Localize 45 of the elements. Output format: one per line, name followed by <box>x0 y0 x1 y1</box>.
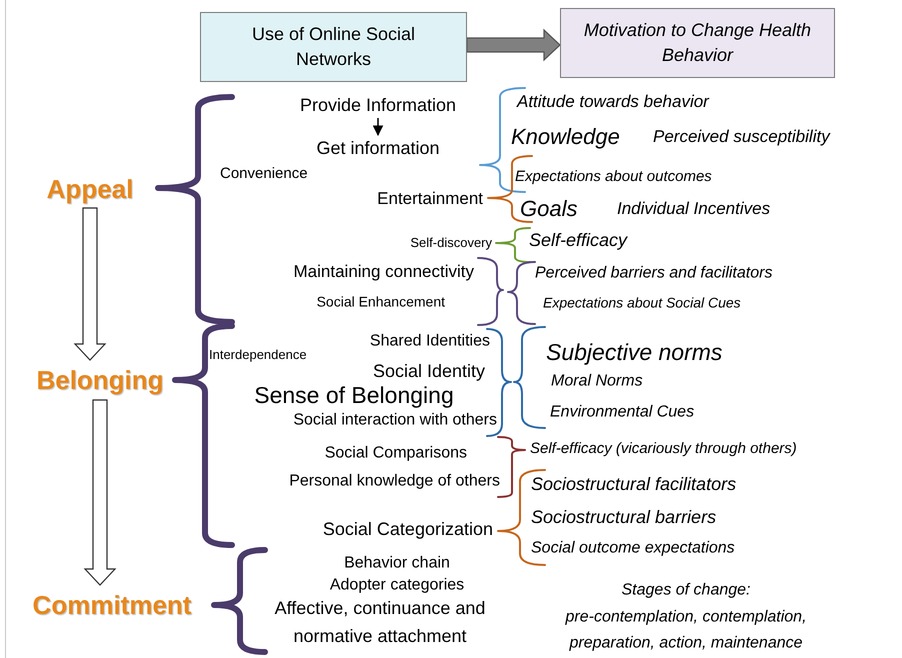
arrow <box>372 118 384 136</box>
block-arrow <box>466 28 561 62</box>
factor-text: Moral Norms <box>551 371 643 391</box>
factor-text: Goals <box>520 196 578 222</box>
factor-text: Shared Identities <box>370 331 490 351</box>
factor-text: Social outcome expectations <box>531 538 735 558</box>
factor-text: Subjective norms <box>546 339 722 367</box>
header-box: Use of Online Social Networks <box>200 12 467 82</box>
factor-text: Self-efficacy (vicariously through others) <box>530 440 797 458</box>
factor-text: Social interaction with others <box>293 410 497 430</box>
factor-text: Self-efficacy <box>529 230 628 252</box>
factor-text: Perceived barriers and facilitators <box>535 263 772 283</box>
factor-text: Self-discovery <box>410 235 492 251</box>
factor-text: Affective, continuance and normative attachment <box>274 597 486 648</box>
factor-text: Individual Incentives <box>617 198 770 220</box>
factor-text: Sociostructural barriers <box>531 507 716 529</box>
factor-text: Social Categorization <box>322 519 493 541</box>
factor-text: Personal knowledge of others <box>289 471 500 491</box>
factor-text: Knowledge <box>511 124 620 150</box>
factor-text: Environmental Cues <box>550 402 694 422</box>
factor-text: Sense of Belonging <box>254 382 454 410</box>
factor-text: Provide Information <box>283 92 473 118</box>
factor-text: Maintaining connectivity <box>294 262 474 282</box>
factor-text: Expectations about Social Cues <box>543 294 741 312</box>
block-arrow <box>74 207 106 361</box>
factor-text: Adopter categories <box>330 575 464 595</box>
factor-text: Get information <box>298 135 458 161</box>
header-box: Motivation to Change Health Behavior <box>560 8 835 78</box>
stage-heading: Commitment <box>12 585 212 625</box>
factor-text: Entertainment <box>377 188 483 210</box>
block-arrow <box>84 399 116 586</box>
factor-text: Sociostructural facilitators <box>531 474 736 496</box>
factor-text: Social Enhancement <box>316 294 445 310</box>
factor-text: Interdependence <box>209 347 307 363</box>
factor-text: Stages of change: <box>622 580 750 600</box>
stage-heading: Belonging <box>25 360 175 400</box>
factor-text: Convenience <box>220 165 308 183</box>
factor-text: Attitude towards behavior <box>517 92 709 112</box>
factor-text: Social Identity <box>372 361 485 383</box>
factor-text: Perceived susceptibility <box>653 126 830 148</box>
factor-text: Behavior chain <box>344 553 450 573</box>
factor-text: pre-contemplation, contemplation, preparation, action, maintenance <box>564 607 808 653</box>
factor-text: Social Comparisons <box>324 443 467 463</box>
factor-text: Expectations about outcomes <box>515 168 712 186</box>
stage-heading: Appeal <box>40 170 140 208</box>
